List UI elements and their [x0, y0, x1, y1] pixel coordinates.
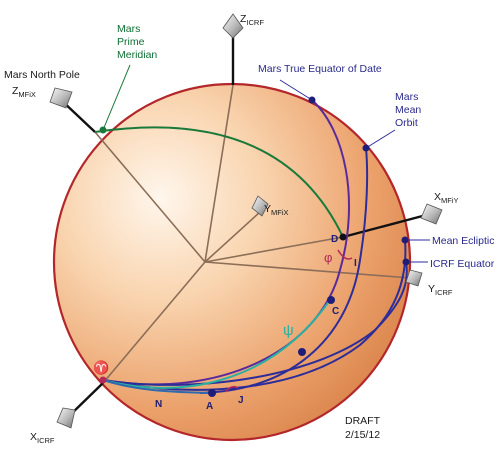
- point-j-label: J: [238, 395, 244, 406]
- svg-text:Mars: Mars: [117, 23, 140, 35]
- psi-arc: [102, 299, 331, 389]
- point-prime-meridian: [99, 126, 107, 134]
- y-mfix-label: YMFiX: [264, 203, 289, 217]
- point-true-equator: [308, 96, 316, 104]
- svg-text:Prime: Prime: [117, 36, 145, 48]
- icrf-equator-label: ICRF Equator: [430, 258, 495, 270]
- prime-meridian-label: Mars Prime Meridian: [117, 23, 157, 61]
- svg-text:Mars: Mars: [395, 91, 418, 103]
- mars-north-pole-label: Mars North Pole: [4, 69, 80, 81]
- point-a: [208, 389, 216, 397]
- true-equator-arc: [102, 99, 350, 386]
- point-i-label: I: [354, 258, 357, 269]
- z-icrf-marker: [222, 13, 244, 39]
- point-n-label: N: [155, 399, 162, 410]
- mean-orbit-label: Mars Mean Orbit: [395, 91, 421, 129]
- psi-label: ψ: [283, 322, 294, 339]
- draft-label: DRAFT: [345, 415, 381, 427]
- point-icrf-equator: [402, 258, 410, 266]
- mean-orbit-arc: [199, 147, 369, 394]
- phi-angle-mark: [337, 249, 353, 260]
- point-mean-orbit: [362, 144, 370, 152]
- n-arc: [102, 379, 211, 394]
- x-mfiy-marker: [420, 203, 443, 225]
- x-icrf-marker: [56, 407, 76, 429]
- draft-date: 2/15/12: [345, 429, 380, 441]
- svg-text:Mean: Mean: [395, 104, 421, 116]
- point-c-label: C: [332, 306, 339, 317]
- prime-meridian-arc: [94, 126, 344, 238]
- axis-markers: [49, 13, 443, 429]
- aries-label: ♈: [93, 360, 109, 375]
- point-a-label: A: [206, 401, 213, 412]
- svg-text:Orbit: Orbit: [395, 117, 418, 129]
- interior-axes: [94, 84, 411, 384]
- diagram-points: [99, 96, 410, 397]
- svg-text:Meridian: Meridian: [117, 49, 157, 61]
- x-icrf-label: XICRF: [30, 431, 55, 445]
- point-d-label: D: [331, 234, 338, 245]
- mean-ecliptic-arc: [102, 239, 407, 391]
- point-aries: [99, 376, 107, 384]
- j-angle-mark: [224, 385, 239, 393]
- z-mfix-marker: [49, 87, 73, 109]
- y-mfix-marker: [251, 195, 269, 217]
- true-equator-label: Mars True Equator of Date: [258, 63, 382, 75]
- x-mfiy-label: XMFiY: [434, 191, 459, 205]
- phi-label: φ: [324, 250, 332, 265]
- point-d: [339, 233, 347, 241]
- z-mfix-label: ZMFiX: [12, 85, 36, 99]
- point-mean-ecliptic: [401, 236, 409, 244]
- leader-lines: [102, 64, 430, 263]
- icrf-equator-arc: [102, 261, 408, 386]
- y-icrf-marker: [405, 269, 423, 287]
- mean-ecliptic-label: Mean Ecliptic: [432, 235, 494, 247]
- point-c: [327, 296, 335, 304]
- z-icrf-label: ZICRF: [240, 13, 264, 27]
- y-icrf-label: YICRF: [428, 283, 453, 297]
- point-lower: [298, 348, 306, 356]
